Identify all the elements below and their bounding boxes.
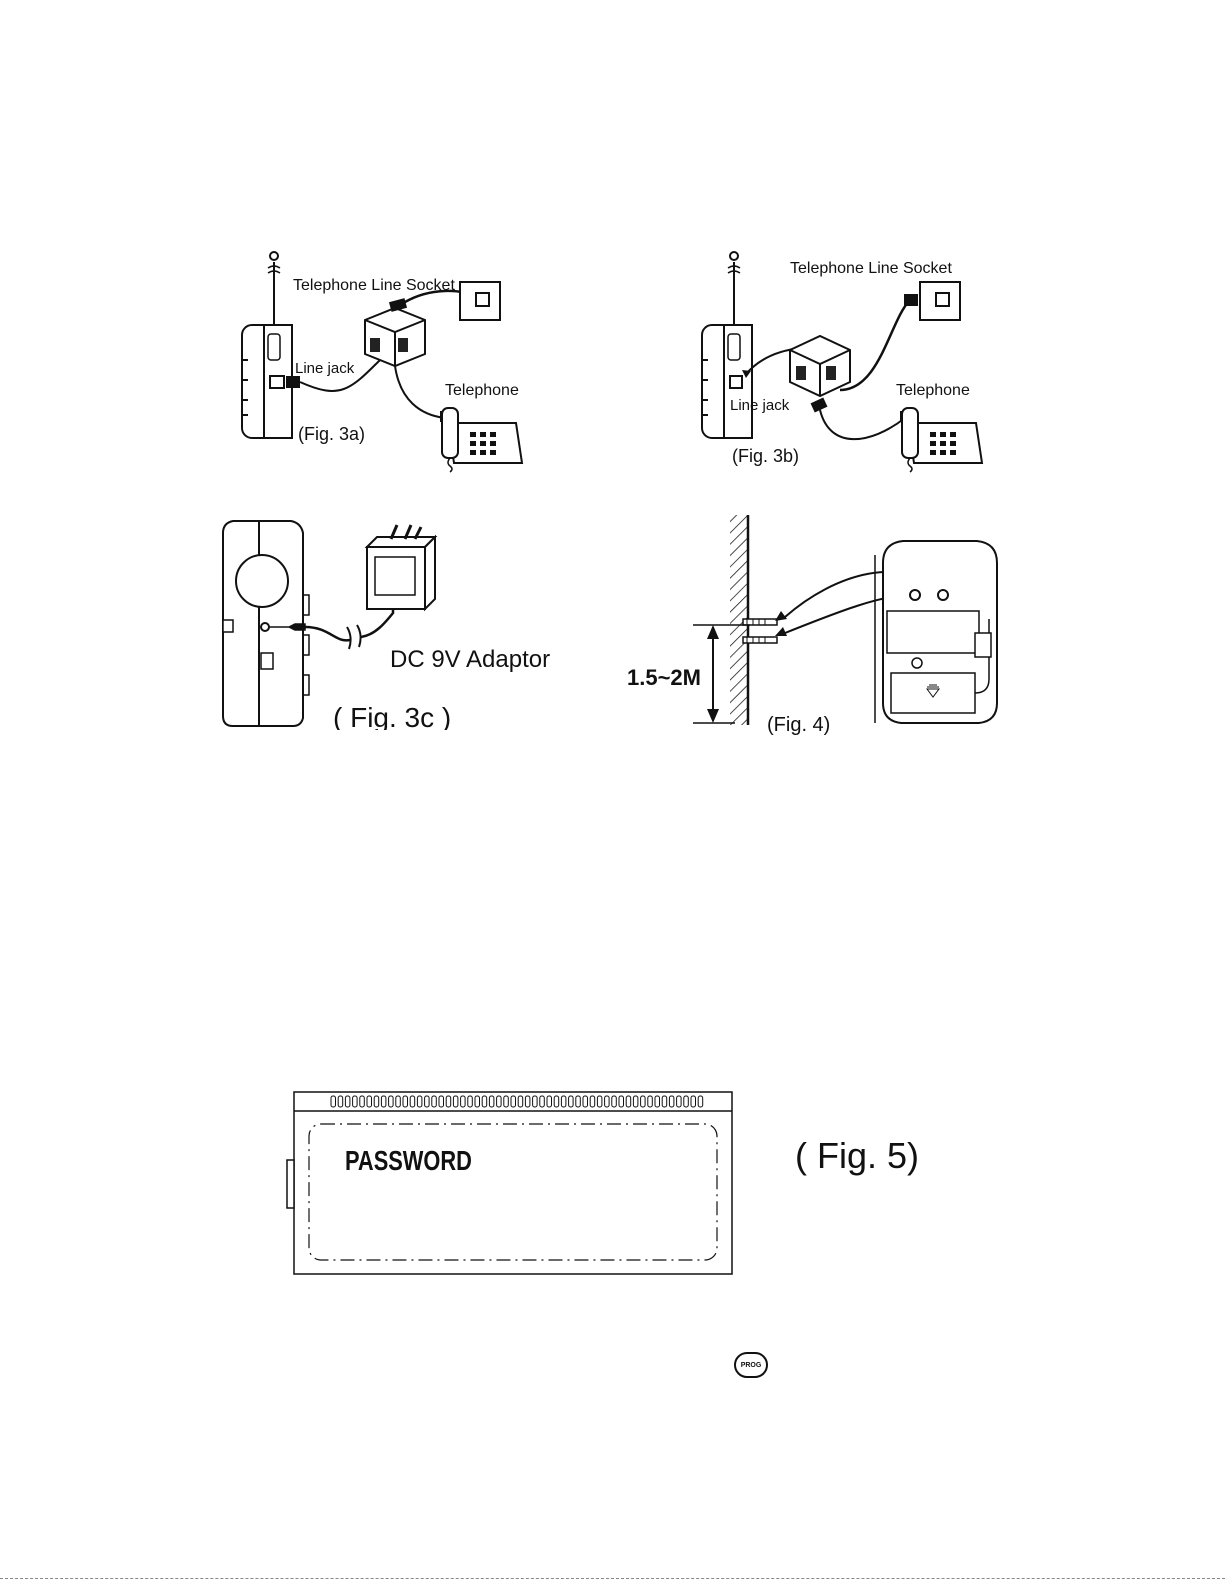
figure-3b-drawing: Telephone Line Socket Line jack Telephon… bbox=[690, 240, 990, 475]
figure-4: 1.5~2M (Fig. 4) bbox=[625, 513, 1000, 743]
figure-4-drawing: 1.5~2M (Fig. 4) bbox=[625, 513, 1000, 743]
prog-button-icon: PROG bbox=[734, 1352, 768, 1378]
page-bottom-rule bbox=[0, 1578, 1225, 1579]
figure-3a-drawing: Telephone Line Socket Line jack Telephon… bbox=[230, 240, 530, 475]
fig3a-line-jack-label: Line jack bbox=[295, 360, 355, 377]
figure-3c: DC 9V Adaptor ( Fig. 3c ) bbox=[215, 515, 585, 730]
fig3a-caption: (Fig. 3a) bbox=[298, 424, 365, 444]
fig3b-line-jack-label: Line jack bbox=[730, 397, 790, 414]
lcd-display-drawing: PASSWORD bbox=[285, 1090, 745, 1280]
fig4-caption: (Fig. 4) bbox=[767, 714, 830, 736]
lcd-password-text: PASSWORD bbox=[345, 1145, 472, 1176]
fig3b-telephone-label: Telephone bbox=[896, 382, 970, 399]
figure-5-lcd-display: PASSWORD bbox=[285, 1090, 745, 1280]
fig3a-telephone-label: Telephone bbox=[445, 382, 519, 399]
fig3a-socket-label: Telephone Line Socket bbox=[293, 277, 455, 294]
figure-3a: Telephone Line Socket Line jack Telephon… bbox=[230, 240, 530, 475]
fig3b-caption: (Fig. 3b) bbox=[732, 446, 799, 466]
figure-5-caption: ( Fig. 5) bbox=[795, 1135, 919, 1177]
fig3c-adaptor-label: DC 9V Adaptor bbox=[390, 646, 550, 673]
figure-3c-drawing: DC 9V Adaptor ( Fig. 3c ) bbox=[215, 515, 585, 730]
prog-button-label: PROG bbox=[741, 1362, 762, 1369]
fig3c-caption: ( Fig. 3c ) bbox=[333, 702, 451, 730]
figure-3b: Telephone Line Socket Line jack Telephon… bbox=[690, 240, 990, 475]
fig4-height-label: 1.5~2M bbox=[627, 665, 701, 690]
fig3b-socket-label: Telephone Line Socket bbox=[790, 260, 952, 277]
fig5-caption: ( Fig. 5) bbox=[795, 1135, 919, 1176]
